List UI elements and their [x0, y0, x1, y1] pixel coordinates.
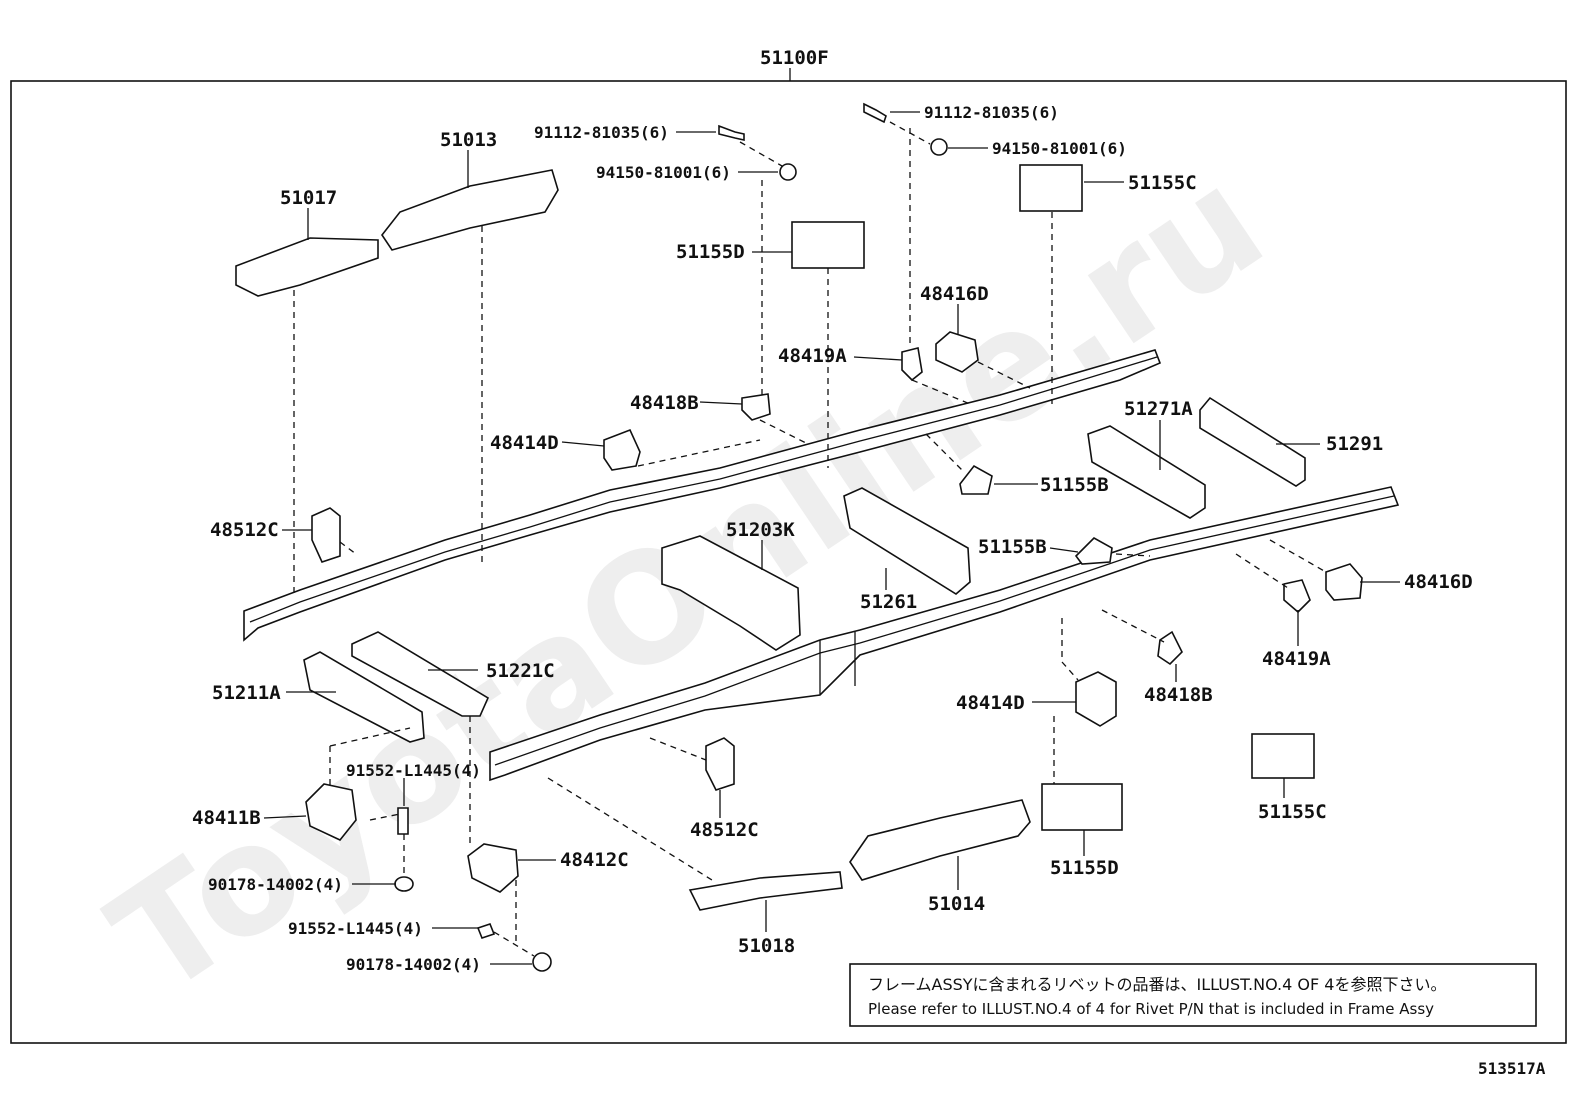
label-51211A: 51211A — [212, 682, 281, 704]
part-51203K — [661, 535, 801, 651]
label-91552-a: 91552-L1445(4) — [346, 761, 481, 780]
nut-90178-b — [532, 952, 552, 972]
note-japanese: フレームASSYに含まれるリベットの品番は、ILLUST.NO.4 OF 4を参… — [868, 975, 1446, 994]
label-90178-b: 90178-14002(4) — [346, 955, 481, 974]
part-51211A — [303, 651, 425, 743]
part-51155C-right — [1251, 733, 1315, 779]
label-51155D-top: 51155D — [676, 241, 745, 263]
label-51155C-right: 51155C — [1258, 801, 1327, 823]
part-48418B-top — [741, 393, 771, 421]
part-51261 — [843, 487, 971, 595]
label-48412C: 48412C — [560, 849, 629, 871]
part-51017 — [235, 237, 379, 297]
label-51203K: 51203K — [726, 519, 795, 541]
bolt-91552-b — [476, 923, 496, 939]
label-48414D-right: 48414D — [956, 692, 1025, 714]
label-48411B: 48411B — [192, 807, 261, 829]
part-51013 — [381, 169, 559, 251]
label-51018: 51018 — [738, 935, 795, 957]
assembly-label: 51100F — [760, 47, 829, 69]
label-51155C-top: 51155C — [1128, 172, 1197, 194]
label-51155B-a: 51155B — [1040, 474, 1109, 496]
label-48512C-left: 48512C — [210, 519, 279, 541]
part-48414D-top — [603, 428, 641, 471]
note-box — [849, 963, 1537, 1027]
part-48411B — [305, 783, 357, 841]
label-51014: 51014 — [928, 893, 985, 915]
part-51155D-bottom — [1041, 783, 1123, 831]
label-48512C-bottom: 48512C — [690, 819, 759, 841]
label-51221C: 51221C — [486, 660, 555, 682]
part-48419A-top — [901, 347, 923, 382]
part-51018 — [688, 871, 843, 911]
label-48419A-top: 48419A — [778, 345, 847, 367]
nut-94150-a — [779, 163, 797, 181]
part-48416D-top — [935, 331, 979, 373]
label-51155D-bottom: 51155D — [1050, 857, 1119, 879]
label-51271A: 51271A — [1124, 398, 1193, 420]
label-90178-a: 90178-14002(4) — [208, 875, 343, 894]
label-91112-a: 91112-81035(6) — [534, 123, 669, 142]
label-48419A-right: 48419A — [1262, 648, 1331, 670]
label-91112-b: 91112-81035(6) — [924, 103, 1059, 122]
nut-94150-b — [930, 138, 948, 156]
part-51014 — [849, 799, 1031, 881]
part-51271A — [1087, 425, 1206, 519]
label-48418B-right: 48418B — [1144, 684, 1213, 706]
label-51155B-b: 51155B — [978, 536, 1047, 558]
part-51221C — [351, 631, 490, 717]
part-48419A-right — [1283, 579, 1311, 614]
part-51155B-b — [1074, 537, 1113, 565]
label-51261: 51261 — [860, 591, 917, 613]
part-51291 — [1199, 396, 1306, 487]
part-48414D-right — [1075, 671, 1117, 727]
label-48416D-top: 48416D — [920, 283, 989, 305]
label-51017: 51017 — [280, 187, 337, 209]
label-48418B-top: 48418B — [630, 392, 699, 414]
label-48416D-right: 48416D — [1404, 571, 1473, 593]
part-51155B-a — [959, 464, 993, 495]
label-48414D-top: 48414D — [490, 432, 559, 454]
bolt-91112-b — [863, 102, 887, 124]
nut-90178-a — [394, 876, 414, 892]
label-94150-b: 94150-81001(6) — [992, 139, 1127, 158]
bolt-91552-a — [397, 807, 409, 835]
label-91552-b: 91552-L1445(4) — [288, 919, 423, 938]
part-51155C-top — [1019, 164, 1083, 212]
label-94150-a: 94150-81001(6) — [596, 163, 731, 182]
bolt-91112-a — [718, 124, 745, 141]
part-48416D-right — [1325, 563, 1363, 601]
assembly-border — [10, 80, 1567, 1044]
part-48512C-left — [311, 507, 341, 563]
part-48412C — [467, 843, 519, 893]
note-english: Please refer to ILLUST.NO.4 of 4 for Riv… — [868, 1000, 1434, 1018]
part-51155D-top — [791, 221, 865, 269]
part-48418B-right — [1157, 630, 1183, 666]
figure-id: 513517A — [1478, 1059, 1546, 1078]
right-frame-rail — [489, 486, 1400, 782]
label-51291: 51291 — [1326, 433, 1383, 455]
part-48512C-bottom — [705, 737, 735, 791]
label-51013: 51013 — [440, 129, 497, 151]
